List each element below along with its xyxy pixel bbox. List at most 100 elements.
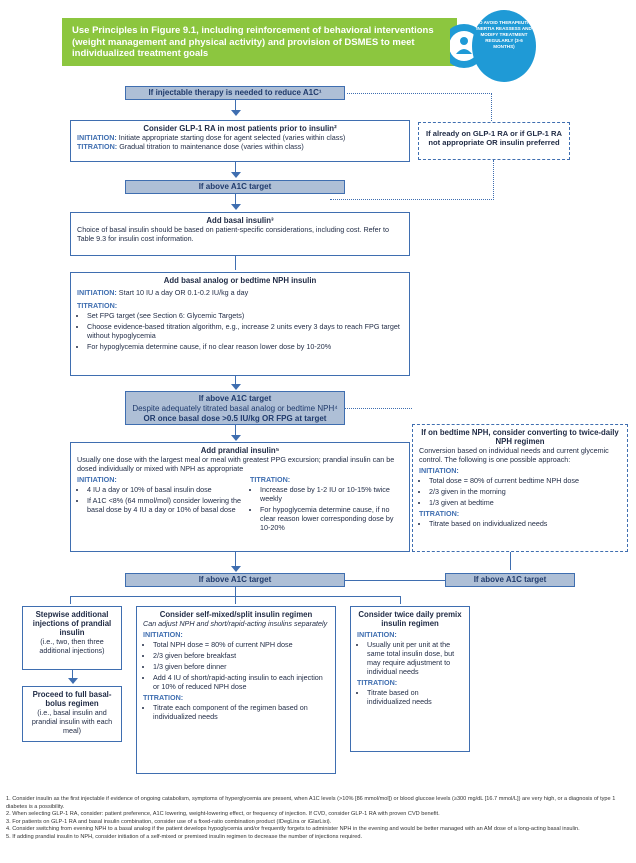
a1c-target-bar-4: If above A1C target: [445, 573, 575, 587]
a1c-target-bar-3: If above A1C target: [125, 573, 345, 587]
list-item: Choose evidence-based titration algorith…: [87, 322, 403, 340]
connector: [235, 194, 236, 204]
list-item: Set FPG target (see Section 6: Glycemic …: [87, 311, 403, 320]
self-mixed-box: Consider self-mixed/split insulin regime…: [136, 606, 336, 774]
footnote: 5. If adding prandial insulin to NPH, co…: [6, 833, 363, 840]
bar3-line2: Despite adequately titrated basal analog…: [132, 404, 338, 413]
arrow-down-icon: [231, 204, 241, 210]
connector: [235, 376, 236, 384]
basal-analog-nph-box: Add basal analog or bedtime NPH insulin …: [70, 272, 410, 376]
connector: [235, 587, 236, 596]
connector: [235, 162, 236, 172]
glp1-init-text: Initiate appropriate starting dose for a…: [118, 133, 346, 142]
glp1-init-label: INITIATION:: [77, 133, 117, 142]
glp1-titr-label: TITRATION:: [77, 142, 118, 151]
connector: [72, 670, 73, 678]
injectable-therapy-bar: If injectable therapy is needed to reduc…: [125, 86, 345, 100]
list-item: Usually unit per unit at the same total …: [367, 640, 463, 676]
glp1-box: Consider GLP-1 RA in most patients prior…: [70, 120, 410, 162]
stepwise-title: Stepwise additional injections of prandi…: [32, 610, 112, 637]
premix-title: Consider twice daily premix insulin regi…: [358, 610, 462, 628]
footnote: 1. Consider insulin as the first injecta…: [6, 796, 616, 810]
dotted-connector-3: [345, 408, 412, 409]
reassess-badge: TO AVOID THERAPEUTIC INERTIA REASSESS AN…: [442, 8, 538, 84]
connector: [235, 100, 236, 110]
connector: [70, 596, 71, 604]
glp1-title: Consider GLP-1 RA in most patients prior…: [143, 124, 337, 133]
premix-titr-label: TITRATION:: [357, 678, 398, 687]
stepwise-box: Stepwise additional injections of prandi…: [22, 606, 122, 670]
arrow-down-icon: [231, 566, 241, 572]
list-item: 2/3 given in the morning: [429, 487, 621, 496]
convert-init-label: INITIATION:: [419, 466, 459, 475]
convert-titr-label: TITRATION:: [419, 509, 460, 518]
list-item: Titrate each component of the regimen ba…: [153, 703, 329, 721]
connector: [235, 425, 236, 435]
already-glp1-box: If already on GLP-1 RA or if GLP-1 RA no…: [418, 122, 570, 160]
person-icon: [442, 10, 536, 82]
footnote: 4. Consider switching from evening NPH t…: [6, 826, 580, 833]
list-item: 1/3 given before dinner: [153, 662, 329, 671]
bar3-line3: OR once basal dose >0.5 IU/kg OR FPG at …: [143, 414, 327, 423]
premix-box: Consider twice daily premix insulin regi…: [350, 606, 470, 752]
arrow-down-icon: [231, 110, 241, 116]
list-item: Total NPH dose = 80% of current NPH dose: [153, 640, 329, 649]
convert-text: Conversion based on individual needs and…: [419, 446, 609, 464]
footnote: 3. For patients on GLP-1 RA and basal in…: [6, 818, 332, 825]
prandial-title: Add prandial insulin⁵: [200, 446, 280, 455]
bar3-line1: If above A1C target: [198, 394, 272, 403]
prandial-text: Usually one dose with the largest meal o…: [77, 455, 395, 473]
arrow-down-icon: [68, 678, 78, 684]
nph-init-label: INITIATION:: [77, 288, 117, 297]
list-item: 2/3 given before breakfast: [153, 651, 329, 660]
fullbb-title: Proceed to full basal-bolus regimen: [32, 690, 112, 708]
selfmix-text: Can adjust NPH and short/rapid-acting in…: [143, 619, 328, 628]
dotted-connector: [347, 93, 492, 121]
a1c-target-bar-1: If above A1C target: [125, 180, 345, 194]
list-item: For hypoglycemia determine cause, if no …: [87, 342, 403, 351]
connector: [235, 596, 236, 604]
convert-title: If on bedtime NPH, consider converting t…: [421, 428, 619, 446]
prandial-insulin-box: Add prandial insulin⁵ Usually one dose w…: [70, 442, 410, 552]
footnote: 2. When selecting GLP-1 RA, consider: pa…: [6, 811, 440, 818]
connector: [400, 596, 401, 604]
prandial-titr-label: TITRATION:: [250, 475, 291, 484]
fullbb-text: (i.e., basal insulin and prandial insuli…: [31, 708, 113, 735]
basal-insulin-box: Add basal insulin³ Choice of basal insul…: [70, 212, 410, 256]
principles-banner: Use Principles in Figure 9.1, including …: [62, 18, 457, 66]
basal-title: Add basal insulin³: [206, 216, 274, 225]
connector: [235, 256, 236, 270]
basal-text: Choice of basal insulin should be based …: [77, 225, 390, 243]
connector: [510, 552, 511, 570]
arrow-down-icon: [231, 435, 241, 441]
list-item: 1/3 given at bedtime: [429, 498, 621, 507]
selfmix-title: Consider self-mixed/split insulin regime…: [159, 610, 313, 619]
convert-nph-box: If on bedtime NPH, consider converting t…: [412, 424, 628, 552]
list-item: If A1C <8% (64 mmol/mol) consider loweri…: [87, 496, 242, 514]
list-item: Add 4 IU of short/rapid-acting insulin t…: [153, 673, 329, 691]
list-item: Titrate based on individualized needs: [429, 519, 621, 528]
nph-init-text: Start 10 IU a day OR 0.1-0.2 IU/kg a day: [118, 288, 249, 297]
selfmix-titr-label: TITRATION:: [143, 693, 184, 702]
a1c-target-bar-2: If above A1C target Despite adequately t…: [125, 391, 345, 425]
nph-title: Add basal analog or bedtime NPH insulin: [163, 276, 317, 285]
list-item: Total dose = 80% of current bedtime NPH …: [429, 476, 621, 485]
arrow-down-icon: [231, 172, 241, 178]
connector: [235, 552, 236, 566]
nph-titr-label: TITRATION:: [77, 301, 118, 310]
footnotes: 1. Consider insulin as the first injecta…: [6, 796, 630, 842]
list-item: 4 IU a day or 10% of basal insulin dose: [87, 485, 242, 494]
glp1-titr-text: Gradual titration to maintenance dose (v…: [119, 142, 304, 151]
full-basal-bolus-box: Proceed to full basal-bolus regimen (i.e…: [22, 686, 122, 742]
list-item: For hypoglycemia determine cause, if no …: [260, 505, 400, 532]
list-item: Increase dose by 1-2 IU or 10-15% twice …: [260, 485, 400, 503]
dotted-connector-2: [330, 160, 494, 200]
premix-init-label: INITIATION:: [357, 630, 397, 639]
prandial-init-label: INITIATION:: [77, 475, 117, 484]
connector: [345, 580, 445, 581]
badge-text: TO AVOID THERAPEUTIC INERTIA REASSESS AN…: [476, 20, 532, 49]
arrow-down-icon: [231, 384, 241, 390]
list-item: Titrate based on individualized needs: [367, 688, 463, 706]
selfmix-init-label: INITIATION:: [143, 630, 183, 639]
stepwise-text: (i.e., two, then three additional inject…: [39, 637, 105, 655]
